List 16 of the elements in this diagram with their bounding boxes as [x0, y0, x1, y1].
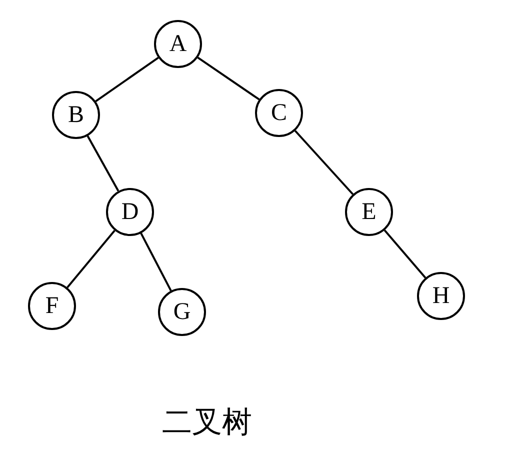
- tree-node: A: [154, 20, 202, 68]
- tree-node: B: [52, 91, 100, 139]
- tree-node: H: [417, 272, 465, 320]
- tree-edge: [86, 135, 120, 192]
- tree-node: F: [28, 282, 76, 330]
- tree-node: E: [345, 188, 393, 236]
- tree-edge: [294, 130, 354, 195]
- tree-edge: [95, 56, 159, 102]
- tree-edge: [197, 56, 260, 100]
- tree-node: G: [158, 288, 206, 336]
- tree-node: D: [106, 188, 154, 236]
- tree-edge: [66, 230, 116, 288]
- tree-edge: [140, 232, 172, 292]
- tree-edge: [384, 230, 426, 278]
- tree-node: C: [255, 89, 303, 137]
- caption: 二叉树: [162, 404, 252, 442]
